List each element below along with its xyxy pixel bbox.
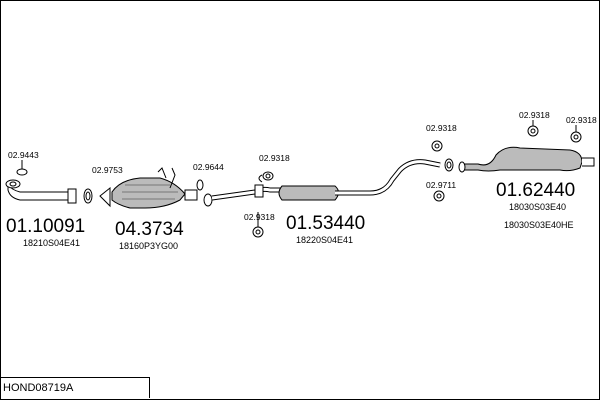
label-9318-a: 02.9318: [259, 153, 290, 163]
part-number-muffler: 01.62440: [496, 180, 575, 201]
label-9318-d: 02.9318: [519, 110, 550, 120]
oem-catalyst: 18160P3YG00: [119, 241, 178, 251]
label-9711: 02.9711: [426, 180, 456, 190]
oem-muffler-2: 18030S03E40HE: [504, 220, 574, 230]
part-number-resonator: 01.53440: [286, 213, 365, 234]
gasket-9711[interactable]: [433, 158, 454, 202]
center-pipe[interactable]: [211, 184, 282, 201]
part-number-catalyst: 04.3734: [115, 219, 184, 240]
label-9443: 02.9443: [8, 150, 39, 160]
rear-muffler[interactable]: [458, 146, 595, 173]
hanger-9318-d[interactable]: [527, 120, 539, 137]
label-9318-b: 02.9318: [244, 212, 275, 222]
oem-front-pipe: 18210S04E41: [23, 238, 80, 248]
resonator[interactable]: [278, 159, 441, 201]
label-9318-c: 02.9318: [426, 123, 457, 133]
gasket-9644[interactable]: [169, 167, 213, 207]
oem-muffler: 18030S03E40: [509, 202, 566, 212]
gasket-9753[interactable]: [83, 186, 111, 208]
gasket-9443[interactable]: [16, 160, 28, 176]
label-9318-e: 02.9318: [566, 115, 597, 125]
hanger-9318-c[interactable]: [431, 140, 443, 152]
hanger-9318-e[interactable]: [570, 125, 582, 143]
hanger-9318-b[interactable]: [252, 212, 264, 238]
label-9753: 02.9753: [92, 165, 123, 175]
front-pipe[interactable]: [5, 179, 77, 204]
oem-resonator: 18220S04E41: [296, 235, 353, 245]
catalytic-converter[interactable]: [111, 167, 198, 209]
label-9644: 02.9644: [193, 162, 224, 172]
part-number-front-pipe: 01.10091: [6, 216, 85, 237]
diagram-id: HOND08719A: [0, 377, 150, 398]
hanger-9318-a[interactable]: [258, 171, 274, 183]
